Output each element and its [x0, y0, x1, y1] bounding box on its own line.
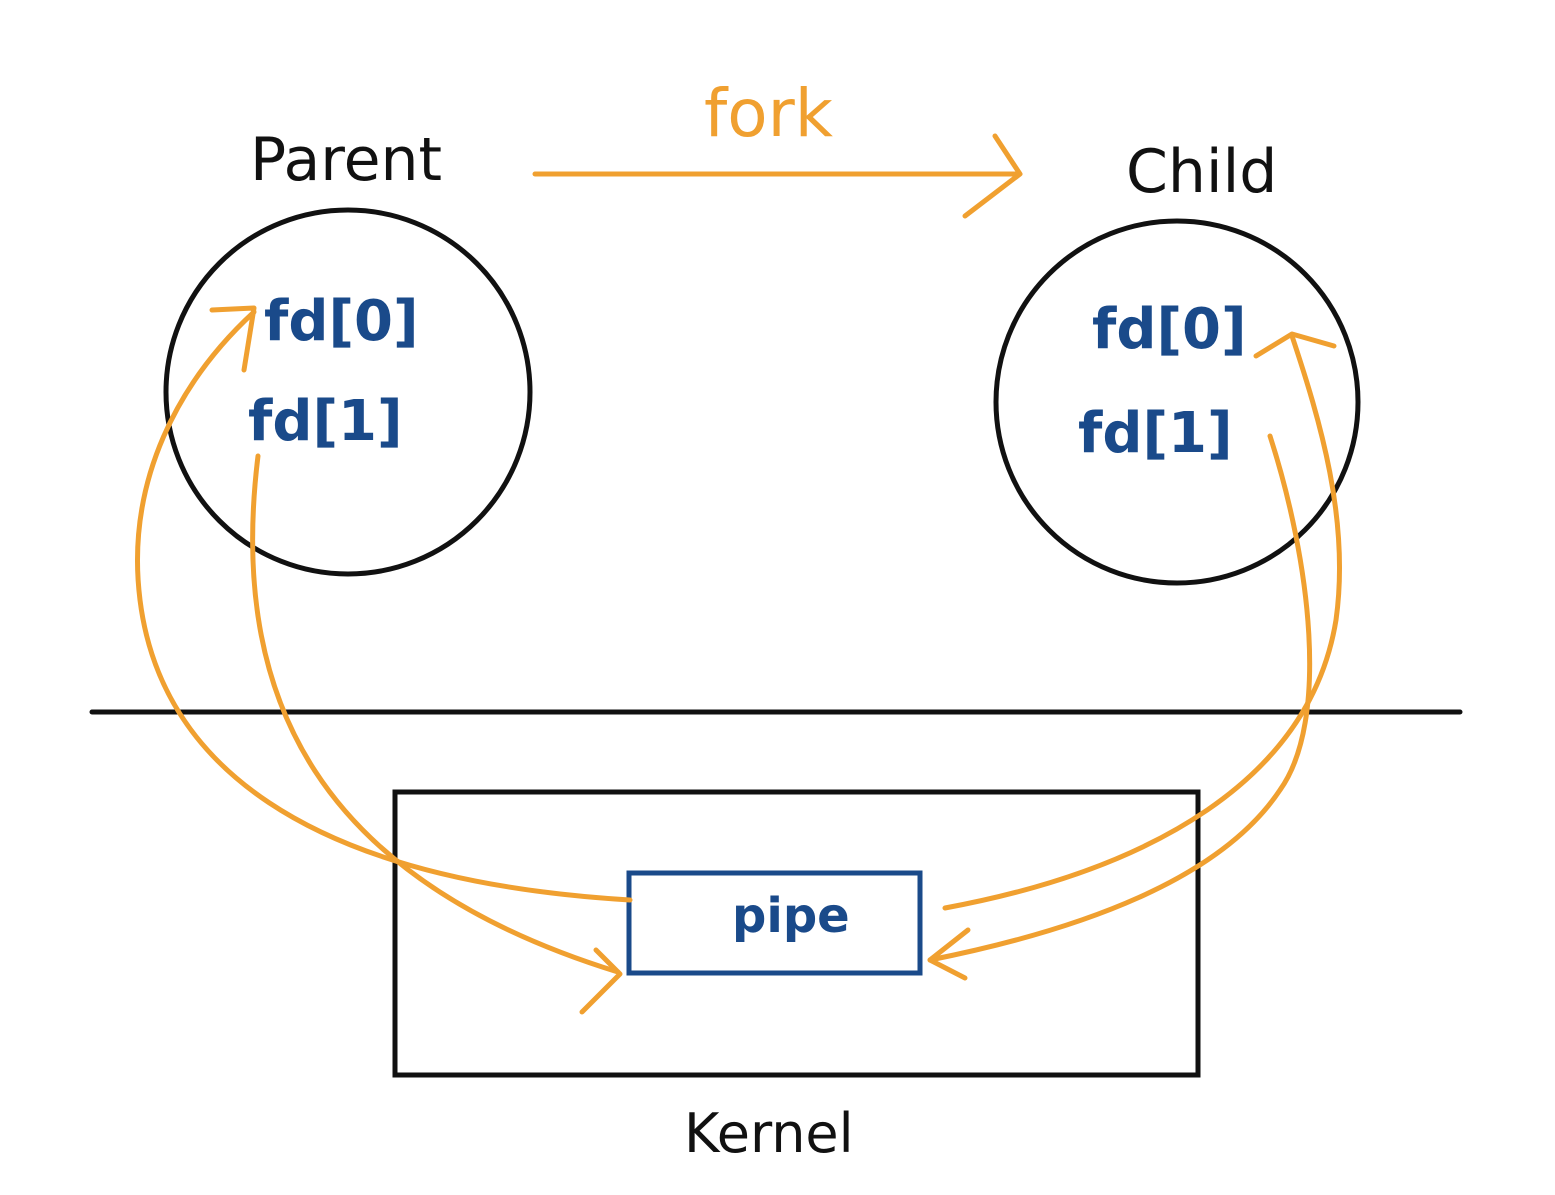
pipe-label: pipe	[732, 888, 850, 944]
parent-fd0-label: fd[0]	[264, 289, 419, 354]
kernel: Kernel	[392, 789, 1201, 1165]
pipe-to-parent-fd0-head	[209, 305, 257, 373]
fork-label: fork	[704, 75, 834, 152]
pipe-to-parent-fd0-curve	[135, 309, 633, 903]
parent-fd1-to-pipe-arrow	[250, 453, 623, 1015]
parent-process: Parent fd[0] fd[1]	[163, 125, 533, 577]
pipe-to-child-fd0-arrow	[942, 331, 1343, 911]
child-fd1-label: fd[1]	[1078, 401, 1233, 466]
child-label: Child	[1126, 137, 1277, 207]
pipe-box	[626, 870, 923, 976]
parent-fd1-label: fd[1]	[248, 389, 403, 454]
parent-circle	[163, 207, 533, 577]
fork-arrow-head	[962, 133, 1023, 219]
fork-arrow: fork	[532, 75, 1023, 219]
parent-label: Parent	[250, 125, 442, 195]
child-fd0-label: fd[0]	[1092, 297, 1247, 362]
child-fd1-to-pipe-head	[927, 927, 971, 981]
child-fd1-to-pipe-curve	[927, 433, 1313, 963]
pipe-to-child-fd0-curve	[942, 333, 1343, 911]
pipe: pipe	[626, 870, 923, 976]
parent-fd1-to-pipe-curve	[250, 453, 621, 975]
child-fd1-to-pipe-arrow	[927, 433, 1313, 981]
pipe-to-parent-fd0-arrow	[135, 305, 633, 903]
parent-fd1-to-pipe-head	[579, 947, 623, 1015]
kernel-label: Kernel	[684, 1102, 854, 1165]
pipe-to-child-fd0-head	[1253, 331, 1337, 359]
child-process: Child fd[0] fd[1]	[993, 137, 1361, 586]
kernel-box	[392, 789, 1201, 1078]
child-circle	[993, 218, 1361, 586]
